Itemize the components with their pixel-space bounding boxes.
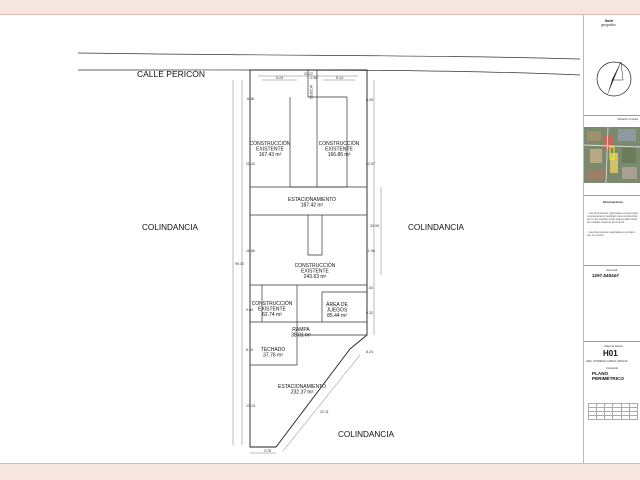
area-total-label: Área total: — [606, 269, 618, 272]
dim-top-seg-b: 1.38 — [310, 76, 317, 80]
dim-top-seg-c: 5.14 — [336, 76, 343, 80]
panel-divider-3 — [584, 265, 640, 266]
dim-left-2: 20.43 — [246, 162, 255, 166]
dim-left-5: 8.15 — [246, 348, 253, 352]
observaciones-title: Observaciones — [603, 200, 624, 204]
author-name: ARQ. COSDEFE CAMILO VARGAS — [586, 360, 628, 363]
plan-title: PLANO PERIMÉTRICO — [592, 371, 624, 381]
acceso-label: ACCESO — [309, 85, 313, 100]
observacion-1: · Las dimensiones registradas correspond… — [587, 212, 639, 224]
dim-top-total: 20.22 — [304, 72, 313, 76]
dim-top-seg-a: 5.24 — [276, 76, 283, 80]
dim-right-1: 6.05 — [366, 98, 373, 102]
north-title: Norte — [605, 19, 614, 23]
street-name: CALLE PERICÓN — [137, 69, 205, 79]
observacion-2: · Las dimensiones registradas en el plan… — [587, 231, 636, 237]
dim-right-2: 22.07 — [366, 162, 375, 166]
panel-divider-1 — [584, 115, 640, 116]
dim-right-6: 8.24 — [366, 350, 373, 354]
street-line-upper — [77, 52, 580, 60]
area-total-value: 1297.5404m² — [592, 273, 620, 278]
dim-diagonal: 22.11 — [320, 410, 329, 414]
interior-lines — [250, 70, 367, 366]
dim-left-1: 6.38 — [247, 97, 254, 101]
lot-outline — [249, 69, 368, 448]
dim-right-4: 1.53 — [366, 286, 373, 290]
dim-left-3: 11.86 — [246, 249, 255, 253]
panel-divider-2 — [584, 195, 640, 196]
ubicacion-label: Ubicación Croquis — [617, 118, 639, 121]
drawing-sheet: CALLE PERICÓN — [0, 14, 640, 464]
revision-table — [587, 403, 639, 420]
dimension-lines — [232, 75, 382, 454]
dim-right-total: 33.95 — [370, 224, 379, 228]
north-subtitle: geográfico — [601, 23, 616, 27]
colindancia-right: COLINDANCIA — [408, 223, 464, 232]
dim-left-4: 9.04 — [246, 308, 253, 312]
dim-right-5: 9.32 — [366, 311, 373, 315]
sheet-code: H01 — [603, 349, 618, 358]
dim-right-3: 11.96 — [366, 249, 375, 253]
dim-left-6: 13.15 — [246, 404, 255, 408]
dim-bottom: 2.78 — [264, 449, 271, 453]
title-block-panel: Norte geográfico Ubicación Croquis Obser… — [583, 15, 640, 463]
colindancia-left: COLINDANCIA — [142, 223, 198, 232]
colindancia-bottom: COLINDANCIA — [338, 430, 394, 439]
panel-divider-4 — [584, 341, 640, 342]
site-plan: CALLE PERICÓN — [77, 52, 580, 454]
location-map-image — [584, 127, 640, 183]
content-label: Contenido — [606, 367, 618, 370]
sheet-code-label: Clave de lámina — [604, 345, 623, 348]
dim-left-total: 99.30 — [235, 262, 244, 266]
north-arrow-icon — [596, 61, 632, 97]
